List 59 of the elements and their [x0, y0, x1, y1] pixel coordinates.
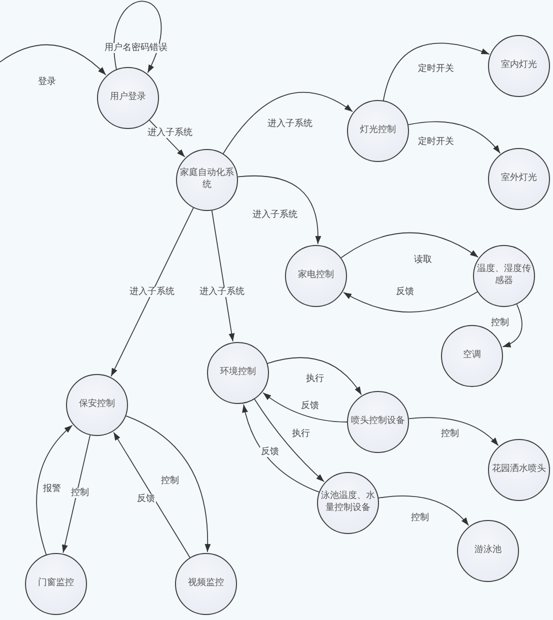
state-circle: 家庭自动化系统: [176, 149, 238, 211]
edge-label: 反馈: [136, 494, 156, 504]
arrow: [502, 304, 522, 348]
edge-label: 控制: [70, 488, 90, 498]
arrow: [254, 398, 325, 482]
arrow: [378, 496, 470, 526]
arrow: [343, 291, 478, 313]
edge-label: 反馈: [300, 401, 320, 412]
edge-label: 进入子系统: [146, 128, 194, 138]
arrow: [262, 392, 348, 422]
edge-label: 反馈: [395, 287, 415, 298]
edge-label: 登录: [37, 77, 57, 88]
edge-label: 控制: [440, 429, 460, 440]
state-circle: 游泳池: [457, 520, 519, 582]
state-circle: 泳池温度、水量控制设备: [317, 472, 379, 534]
arrow: [62, 434, 91, 554]
state-circle: 家电控制: [285, 245, 347, 307]
arrow: [0, 44, 106, 76]
arrow: [237, 175, 321, 244]
arrow: [114, 0, 162, 74]
edge-label: 控制: [490, 318, 510, 328]
state-circle: 保安控制: [66, 374, 128, 436]
edge-label: 进入子系统: [252, 210, 298, 220]
state-circle: 室外灯光: [488, 148, 550, 210]
state-circle: 花园洒水喷头: [488, 439, 550, 501]
edge-label: 定时开关: [417, 137, 455, 148]
state-circle: 空调: [441, 325, 503, 387]
edge-label: 执行: [305, 374, 325, 384]
edge-label: 控制: [160, 476, 180, 486]
arrow: [36, 424, 73, 556]
edge-label: 定时开关: [417, 64, 455, 74]
edge-label: 反馈: [260, 447, 280, 458]
arrow: [267, 357, 362, 396]
state-circle: 灯光控制: [347, 100, 409, 162]
arrow: [110, 207, 194, 377]
edge-label: 进入子系统: [198, 287, 246, 298]
edge-label: 进入子系统: [266, 119, 314, 130]
arrow: [211, 210, 235, 342]
arrow: [340, 232, 479, 258]
state-circle: 温度、湿度传感器: [473, 245, 535, 307]
state-circle: 室内灯光: [488, 35, 550, 97]
state-circle: 门窗监控: [25, 553, 87, 615]
state-circle: 环境控制: [207, 342, 269, 404]
edge-label: 执行: [291, 429, 311, 440]
state-circle: 视频监控: [175, 553, 237, 615]
edge-label: 控制: [410, 513, 430, 524]
arrow: [408, 121, 501, 154]
state-circle: 用户登录: [97, 67, 159, 129]
arrow: [113, 432, 190, 558]
edge-label: 用户名密码错误: [104, 43, 168, 54]
arrow: [242, 404, 320, 493]
arrow: [382, 42, 490, 101]
state-circle: 喷头控制设备: [347, 391, 409, 453]
edge-label: 读取: [413, 255, 433, 266]
arrow: [222, 92, 353, 154]
arrow: [126, 415, 210, 552]
edge-label: 报警: [42, 484, 62, 494]
arrow: [408, 417, 499, 446]
edge-label: 进入子系统: [128, 287, 176, 298]
